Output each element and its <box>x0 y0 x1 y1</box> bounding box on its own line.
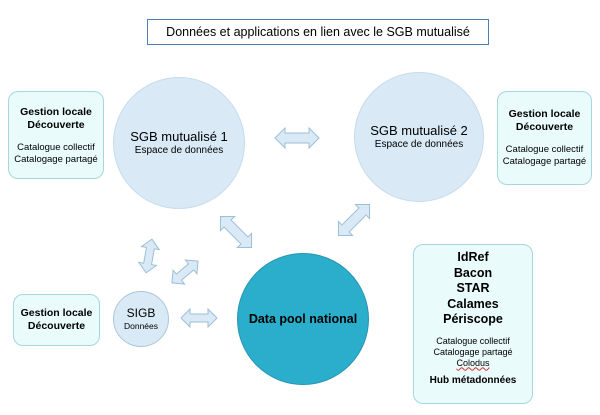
circle-subtitle: Espace de données <box>374 139 464 150</box>
local-management-box-bottom: Gestion locale Découverte <box>13 294 100 346</box>
box-line: Découverte <box>27 320 86 332</box>
circle-title: SGB mutualisé 2 <box>370 123 468 138</box>
box-line: Catalogage partagé <box>502 155 587 167</box>
sigb-circle: SIGB Données <box>113 291 169 347</box>
data-pool-national-circle: Data pool national <box>237 253 369 385</box>
double-arrow-icon <box>137 238 161 274</box>
double-arrow-icon <box>171 259 199 285</box>
hub-label: Hub métadonnées <box>429 374 517 386</box>
box-line: Gestion locale <box>20 106 92 118</box>
diagram-title: Données et applications en lien avec le … <box>147 19 489 45</box>
service-line: Colodus <box>456 357 490 368</box>
double-arrow-icon <box>180 307 218 329</box>
app-name-idref: IdRef <box>457 250 489 264</box>
circle-title: SIGB <box>126 306 156 320</box>
box-line: Catalogue collectif <box>505 144 584 155</box>
box-line: Gestion locale <box>20 307 93 319</box>
circle-subtitle: Données <box>123 321 159 331</box>
box-line: Découverte <box>27 119 85 131</box>
app-name-star: STAR <box>456 281 490 295</box>
sgb-mutualise-2-circle: SGB mutualisé 2 Espace de données <box>354 72 484 202</box>
box-line: Catalogue collectif <box>17 142 95 153</box>
circle-title: Data pool national <box>248 311 358 326</box>
national-applications-box: IdRef Bacon STAR Calames Périscope Catal… <box>413 244 533 404</box>
circle-title: SGB mutualisé 1 <box>130 129 228 144</box>
double-arrow-icon <box>274 126 320 150</box>
box-line: Catalogage partagé <box>14 153 98 165</box>
diagram-title-text: Données et applications en lien avec le … <box>166 25 470 39</box>
double-arrow-icon <box>219 215 253 249</box>
local-management-box-right: Gestion locale Découverte Catalogue coll… <box>497 91 592 185</box>
service-line: Catalogage partagé <box>433 346 513 357</box>
service-line: Catalogue collectif <box>436 335 510 346</box>
app-name-periscope: Périscope <box>443 312 503 326</box>
local-management-box-left: Gestion locale Découverte Catalogue coll… <box>8 91 104 179</box>
app-name-bacon: Bacon <box>453 265 493 280</box>
app-name-calames: Calames <box>447 296 499 311</box>
box-line: Gestion locale <box>508 108 581 120</box>
sgb-mutualise-1-circle: SGB mutualisé 1 Espace de données <box>113 77 245 209</box>
double-arrow-icon <box>337 203 371 237</box>
circle-subtitle: Espace de données <box>134 145 224 156</box>
box-line: Découverte <box>515 121 574 133</box>
